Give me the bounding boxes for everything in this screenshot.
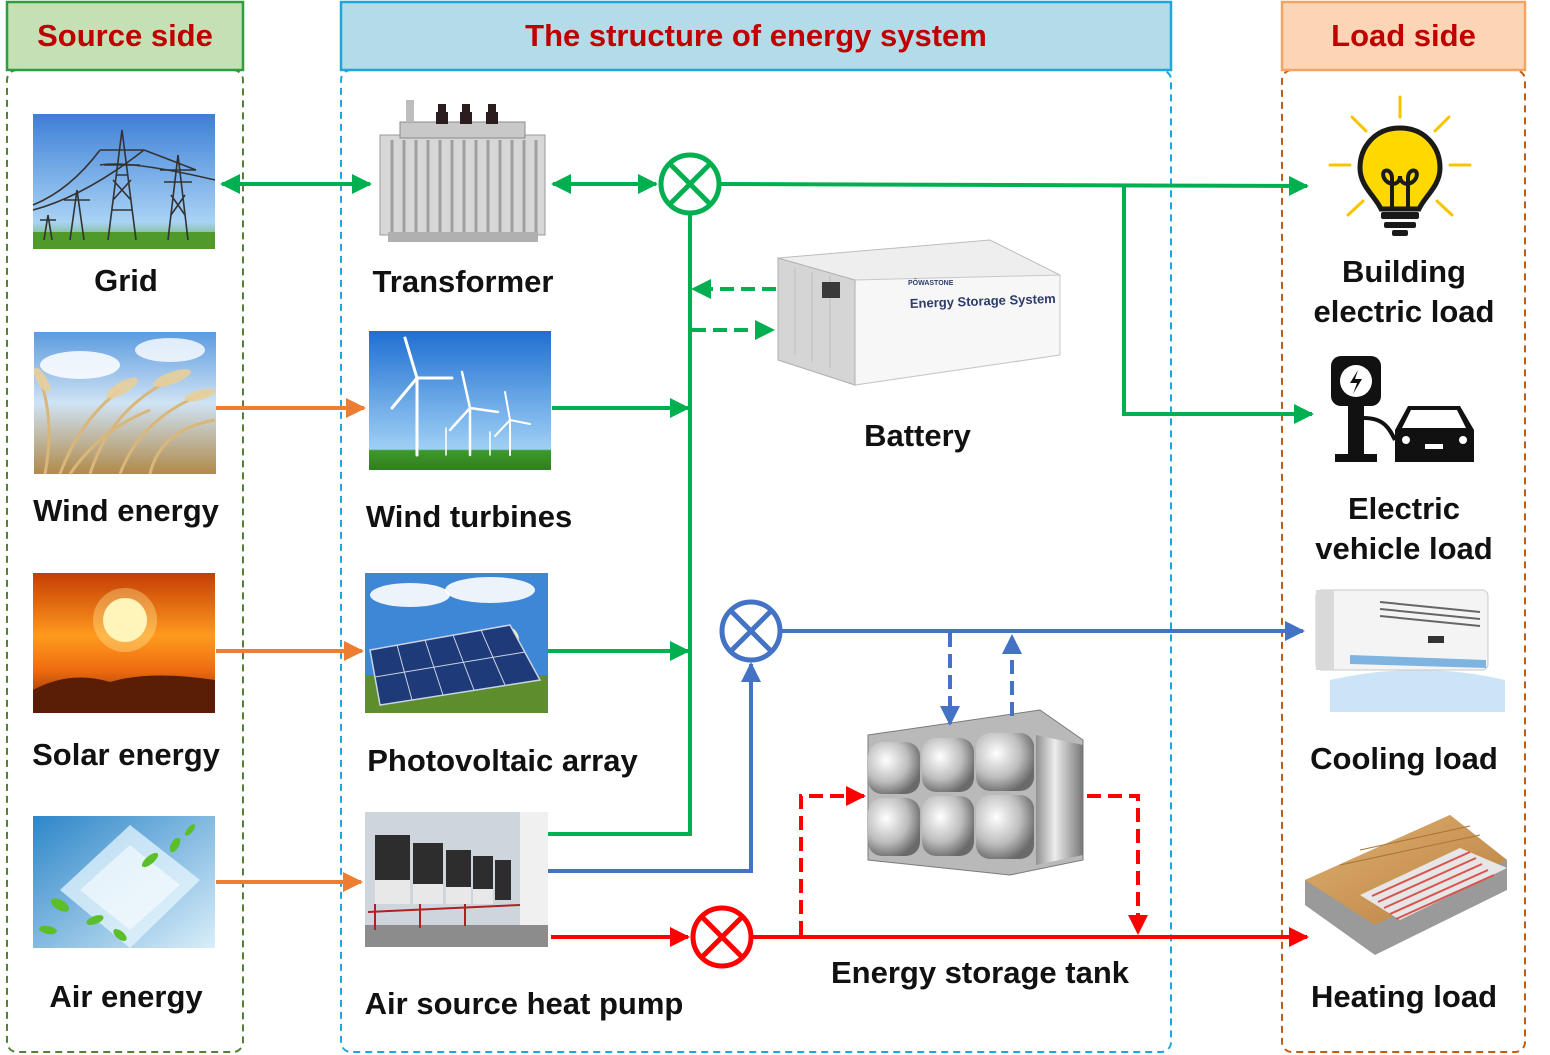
ev-load-label-1: Electric bbox=[1347, 491, 1460, 526]
flow-heating-to-tank bbox=[799, 786, 866, 935]
ev-load-label-2: vehicle load bbox=[1315, 531, 1493, 566]
energy-storage-tank-image bbox=[867, 709, 1084, 876]
battery-brand-text: PŌWASTONE bbox=[908, 279, 954, 287]
load-side-header: Load side bbox=[1331, 18, 1476, 53]
battery-image: PŌWASTONE Energy Storage System bbox=[777, 239, 1061, 386]
transformer-image bbox=[379, 100, 546, 242]
floor-heating-image bbox=[1305, 815, 1507, 955]
wind-turbines-image bbox=[369, 331, 551, 470]
air-conditioner-image bbox=[1315, 589, 1505, 712]
ev-charger-icon bbox=[1331, 356, 1474, 462]
battery-label: Battery bbox=[864, 418, 971, 453]
transformer-label: Transformer bbox=[372, 264, 554, 299]
photovoltaic-array-image bbox=[365, 573, 548, 713]
heating-load-label: Heating load bbox=[1310, 979, 1497, 1014]
wind-energy-image bbox=[33, 332, 216, 475]
structure-header: The structure of energy system bbox=[525, 18, 987, 53]
wind-turbines-label: Wind turbines bbox=[365, 499, 573, 534]
solar-energy-image bbox=[33, 573, 215, 713]
flow-heatpump-to-cooling-node bbox=[548, 662, 761, 873]
air-source-heat-pump-image bbox=[365, 812, 548, 947]
cooling-load-label: Cooling load bbox=[1310, 741, 1498, 776]
air-energy-image bbox=[33, 816, 215, 948]
heat-pump-label: Air source heat pump bbox=[364, 986, 684, 1021]
wind-energy-label: Wind energy bbox=[33, 493, 219, 528]
lightbulb-icon bbox=[1328, 95, 1472, 236]
flow-tank-to-heating bbox=[1087, 794, 1148, 935]
grid-label: Grid bbox=[94, 263, 158, 298]
load-header-bg bbox=[1280, 0, 1527, 72]
source-side-header: Source side bbox=[37, 18, 213, 53]
building-load-label-1: Building bbox=[1342, 254, 1466, 289]
solar-energy-label: Solar energy bbox=[32, 737, 220, 772]
source-header-bg bbox=[5, 0, 245, 72]
flow-node-to-ev bbox=[1122, 186, 1314, 424]
flow-node-to-building bbox=[718, 175, 1309, 196]
air-energy-label: Air energy bbox=[49, 979, 203, 1014]
storage-tank-label: Energy storage tank bbox=[830, 955, 1130, 990]
pv-array-label: Photovoltaic array bbox=[367, 743, 638, 778]
building-load-label-2: electric load bbox=[1313, 294, 1495, 329]
battery-panel-text: Energy Storage System bbox=[910, 291, 1056, 311]
structure-box bbox=[340, 69, 1172, 1053]
grid-image bbox=[32, 114, 216, 249]
structure-header-bg bbox=[339, 0, 1173, 72]
